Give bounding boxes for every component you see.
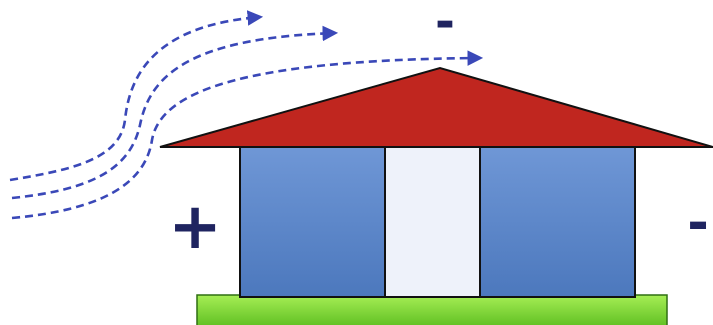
- left-wall: [240, 147, 385, 297]
- door: [385, 147, 480, 297]
- foundation: [197, 295, 667, 325]
- right-wall: [480, 147, 635, 297]
- roof: [160, 68, 713, 147]
- leeward-suction-sign: -: [687, 193, 709, 253]
- wind-streamline-top: [10, 17, 260, 180]
- windward-pressure-sign: +: [168, 190, 222, 264]
- roof-suction-sign: -: [435, 0, 455, 50]
